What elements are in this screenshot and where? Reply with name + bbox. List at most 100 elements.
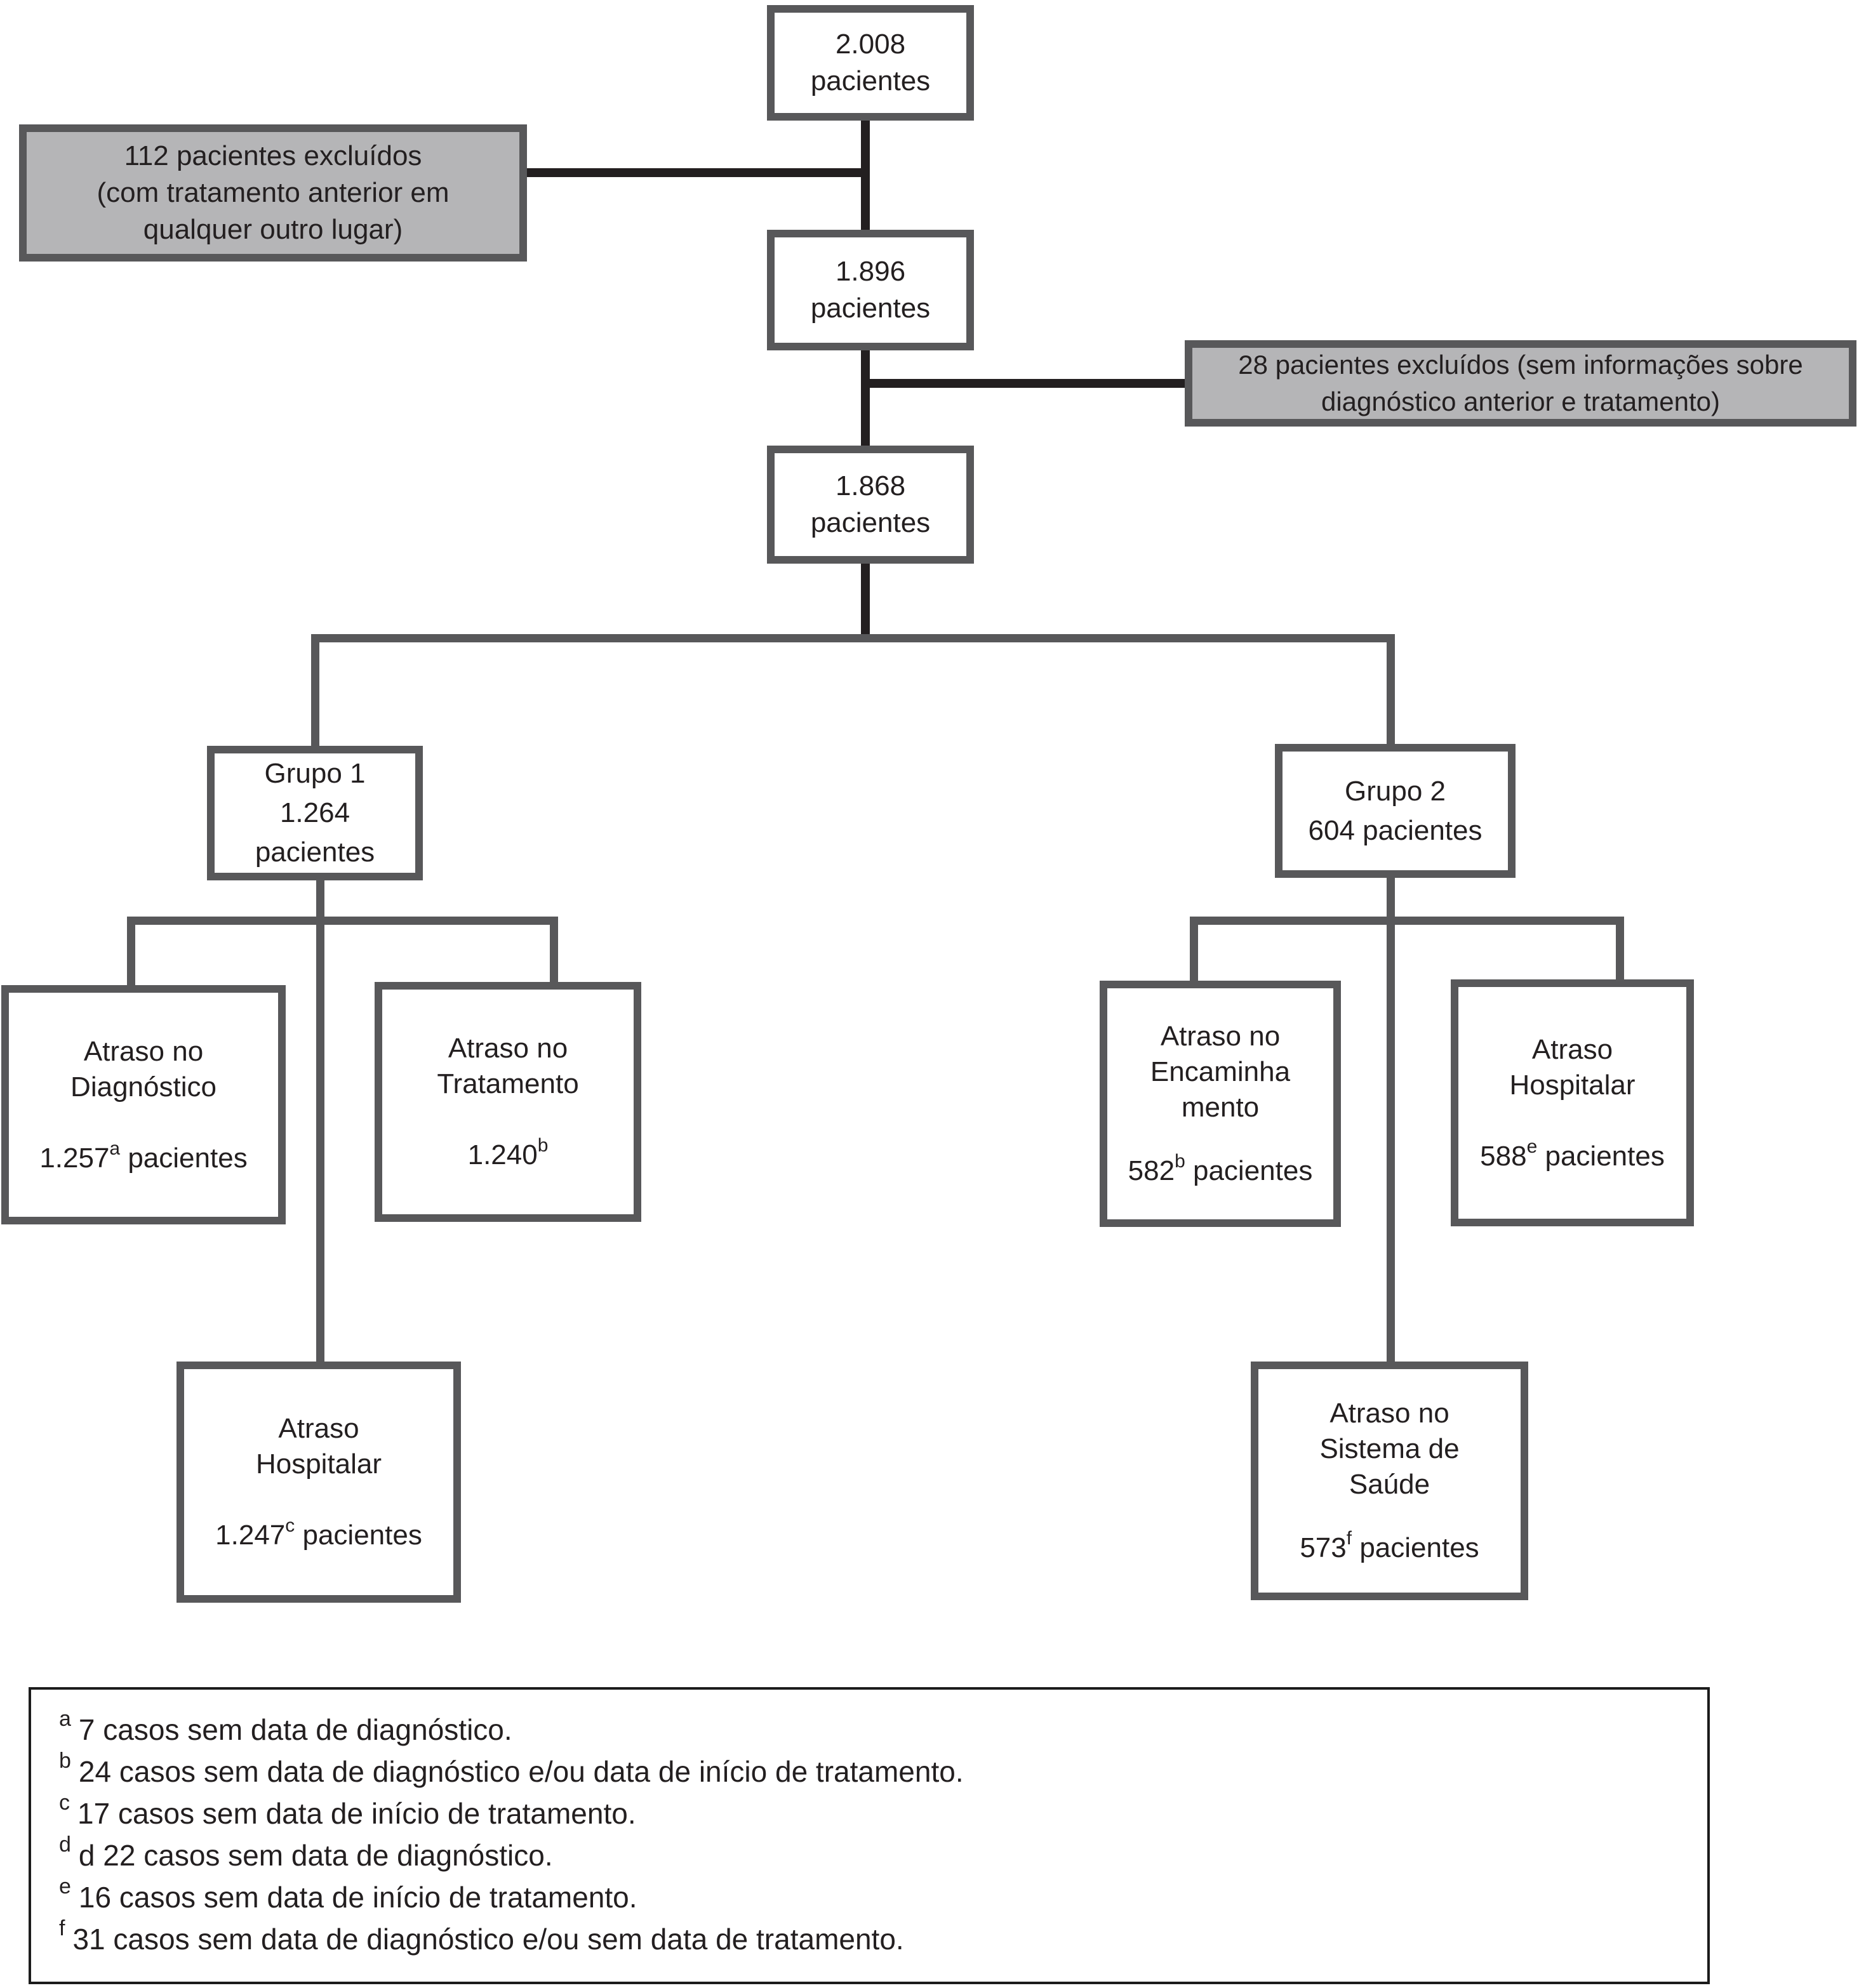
connector-to-encaminhamento	[1190, 917, 1198, 985]
value-number: 1.240	[467, 1139, 538, 1170]
footnote-letter: e	[59, 1874, 71, 1899]
node-line: Atraso no	[83, 1035, 204, 1067]
footnote-item-c: c 17 casos sem data de início de tratamen…	[59, 1791, 1682, 1834]
value-number: 1.257	[39, 1142, 110, 1174]
footnote-text: 24 casos sem data de diagnóstico e/ou da…	[78, 1755, 964, 1788]
footnote-marker: b	[1175, 1151, 1185, 1172]
node-line: Diagnóstico	[70, 1071, 217, 1103]
node-atraso-hospitalar-grupo2: Atraso Hospitalar 588e pacientes	[1451, 979, 1694, 1226]
value-number: 582	[1128, 1155, 1175, 1186]
node-atraso-hospitalar-grupo1: Atraso Hospitalar 1.247c pacientes	[177, 1362, 461, 1603]
footnote-item-b: b 24 casos sem data de diagnóstico e/ou d…	[59, 1749, 1682, 1793]
footnote-marker: b	[537, 1135, 549, 1156]
footnote-letter: b	[59, 1749, 71, 1773]
footnotes-box: a 7 casos sem data de diagnóstico. b 24 ca…	[29, 1687, 1710, 1984]
connector-to-tratamento	[550, 917, 558, 986]
node-line: Sistema de	[1319, 1433, 1460, 1464]
connector-1868-to-branch	[861, 559, 870, 642]
node-excluded-112: 112 pacientes excluídos (com tratamento …	[19, 124, 527, 262]
footnote-letter: d	[59, 1832, 71, 1857]
node-value: 588e pacientes	[1480, 1136, 1665, 1174]
value-suffix: pacientes	[295, 1520, 422, 1551]
node-patients-1868: 1.868 pacientes	[767, 446, 974, 564]
connector-1896-to-1868	[861, 346, 870, 451]
footnote-marker: e	[1526, 1136, 1538, 1157]
footnote-marker: c	[285, 1515, 295, 1536]
node-patients-1896: 1.896 pacientes	[767, 230, 974, 350]
footnote-marker: f	[1346, 1528, 1352, 1549]
node-line: pacientes	[810, 293, 931, 324]
footnote-item-a: a 7 casos sem data de diagnóstico.	[59, 1707, 1682, 1751]
node-line: (com tratamento anterior em	[97, 177, 450, 208]
footnote-text: 31 casos sem data de diagnóstico e/ou se…	[72, 1923, 904, 1956]
node-line: pacientes	[810, 507, 931, 538]
value-suffix: pacientes	[1537, 1140, 1665, 1172]
node-line: 2.008	[835, 29, 906, 60]
connector-excluded-112	[521, 168, 870, 177]
connector-to-hospitalar-g2	[1616, 917, 1624, 984]
node-line: Hospitalar	[255, 1448, 382, 1480]
value-suffix: pacientes	[1185, 1155, 1313, 1186]
node-line: Atraso no	[1329, 1398, 1449, 1429]
node-excluded-28: 28 pacientes excluídos (sem informações …	[1185, 340, 1856, 427]
node-value: 573f pacientes	[1300, 1528, 1479, 1566]
node-line: 28 pacientes excluídos (sem informações …	[1238, 350, 1803, 380]
node-line: Atraso no	[448, 1033, 568, 1064]
node-line: Atraso	[278, 1413, 359, 1444]
node-line: Encaminha	[1150, 1056, 1291, 1087]
footnote-item-e: e 16 casos sem data de início de tratamen…	[59, 1876, 1682, 1918]
footnote-text: d 22 casos sem data de diagnóstico.	[78, 1839, 553, 1872]
connector-excluded-28	[861, 379, 1191, 388]
connector-branch-horizontal	[311, 634, 1395, 642]
connector-branch-to-grupo2	[1387, 634, 1395, 748]
value-number: 588	[1480, 1140, 1527, 1172]
footnote-item-f: f 31 casos sem data de diagnóstico e/ou s…	[59, 1918, 1682, 1960]
node-line: 604 pacientes	[1308, 814, 1483, 846]
value-number: 573	[1300, 1532, 1347, 1563]
node-line: mento	[1181, 1092, 1260, 1123]
value-suffix: pacientes	[1352, 1532, 1479, 1563]
connector-grupo1-to-hospitalar	[316, 875, 324, 1365]
node-value: 1.247c pacientes	[215, 1515, 422, 1553]
connector-to-diagnostico	[127, 917, 135, 990]
footnote-item-d: d d 22 casos sem data de diagnóstico.	[59, 1834, 1682, 1876]
connector-grupo1-branch-horizontal	[127, 917, 558, 925]
footnote-letter: a	[59, 1707, 71, 1731]
footnote-letter: c	[59, 1791, 70, 1815]
footnote-text: 7 casos sem data de diagnóstico.	[78, 1713, 512, 1746]
node-line: pacientes	[255, 837, 375, 868]
node-total-patients: 2.008 pacientes	[767, 5, 974, 121]
value-suffix: pacientes	[120, 1142, 248, 1174]
node-line: Grupo 1	[264, 758, 366, 789]
connector-grupo2-to-sistema	[1387, 873, 1395, 1365]
node-atraso-tratamento: Atraso no Tratamento 1.240b	[375, 982, 641, 1222]
node-atraso-encaminhamento: Atraso no Encaminha mento 582b pacientes	[1100, 981, 1341, 1227]
node-line: diagnóstico anterior e tratamento)	[1321, 387, 1720, 416]
node-grupo-2: Grupo 2 604 pacientes	[1275, 744, 1516, 878]
node-value: 582b pacientes	[1128, 1151, 1313, 1189]
node-line: Tratamento	[437, 1068, 579, 1099]
node-line: 1.896	[835, 256, 906, 287]
node-line: Atraso no	[1160, 1021, 1281, 1052]
footnote-letter: f	[59, 1916, 65, 1940]
node-grupo-1: Grupo 1 1.264 pacientes	[207, 746, 423, 880]
footnote-marker: a	[109, 1137, 121, 1159]
node-line: Hospitalar	[1509, 1069, 1636, 1101]
node-line: Saúde	[1349, 1469, 1430, 1500]
node-line: 1.868	[835, 470, 906, 501]
node-line: 112 pacientes excluídos	[124, 140, 422, 171]
node-value: 1.240b	[467, 1135, 549, 1173]
connector-grupo2-branch-horizontal	[1190, 917, 1624, 925]
footnote-text: 16 casos sem data de início de tratament…	[78, 1881, 637, 1914]
connector-branch-to-grupo1	[311, 634, 319, 750]
footnote-text: 17 casos sem data de início de tratament…	[77, 1797, 636, 1830]
node-line: qualquer outro lugar)	[143, 214, 403, 245]
node-atraso-sistema-saude: Atraso no Sistema de Saúde 573f paciente…	[1251, 1362, 1528, 1600]
node-line: pacientes	[810, 65, 931, 96]
node-value: 1.257a pacientes	[39, 1137, 248, 1176]
node-line: 1.264	[279, 797, 350, 828]
value-number: 1.247	[215, 1520, 286, 1551]
node-line: Atraso	[1531, 1033, 1613, 1065]
node-atraso-diagnostico: Atraso no Diagnóstico 1.257a pacientes	[1, 985, 286, 1224]
